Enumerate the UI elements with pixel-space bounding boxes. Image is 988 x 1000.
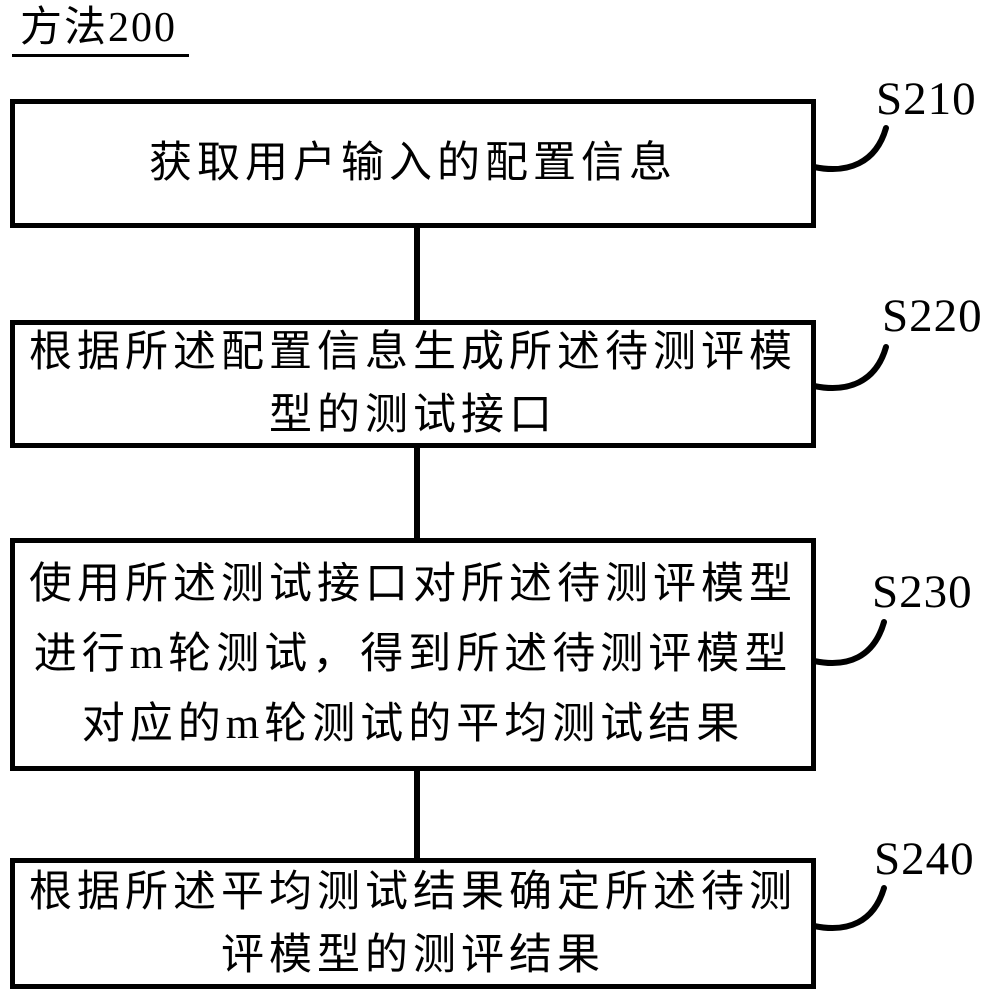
flow-step-box-s220: 根据所述配置信息生成所述待测评模 型的测试接口 (10, 320, 816, 448)
step-text-line: 型的测试接口 (269, 392, 557, 439)
step-text-line: 评模型的测评结果 (221, 931, 605, 979)
leader-curve-s240 (811, 885, 887, 931)
step-text-line: 进行m轮测试，得到所述待测评模型 (33, 630, 793, 678)
step-text-line: 使用所述测试接口对所述待测评模型 (29, 560, 797, 608)
step-label-s240: S240 (874, 833, 975, 885)
leader-curve-s220 (811, 344, 889, 391)
flow-step-box-s210: 获取用户输入的配置信息 (10, 99, 816, 228)
step-text-line: 根据所述配置信息生成所述待测评模 (29, 329, 797, 376)
leader-curve-s230 (811, 619, 887, 666)
figure-title: 方法200 (12, 4, 190, 57)
step-label-s230: S230 (872, 566, 973, 618)
step-label-s220: S220 (882, 290, 983, 342)
flow-step-box-s240: 根据所述平均测试结果确定所述待测 评模型的测评结果 (10, 858, 816, 989)
step-text-line: 对应的m轮测试的平均测试结果 (81, 700, 745, 748)
step-text-line: 获取用户输入的配置信息 (149, 140, 677, 187)
step-text-line: 根据所述平均测试结果确定所述待测 (29, 868, 797, 916)
step-label-s210: S210 (876, 73, 977, 125)
leader-curve-s210 (811, 125, 889, 172)
flow-step-box-s230: 使用所述测试接口对所述待测评模型 进行m轮测试，得到所述待测评模型 对应的m轮测… (10, 538, 816, 771)
